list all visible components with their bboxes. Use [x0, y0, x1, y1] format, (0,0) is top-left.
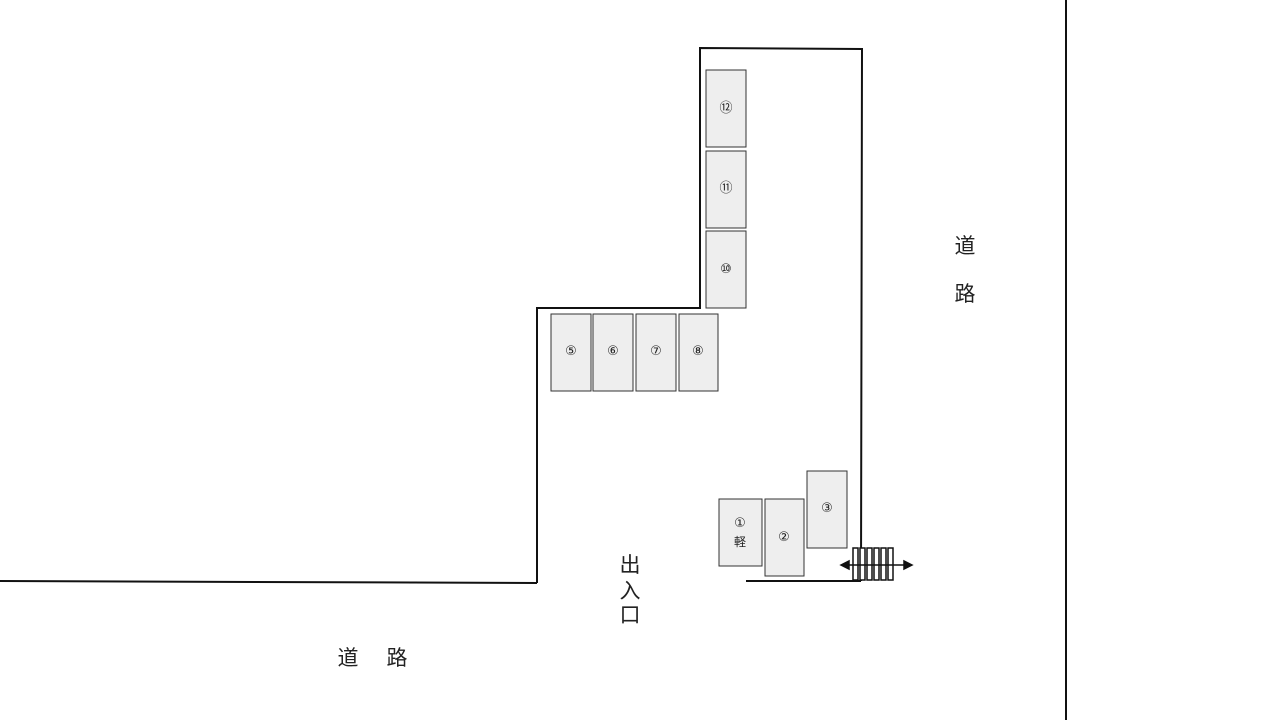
parking-spot-12[interactable]: ⑫ [705, 69, 747, 148]
parking-spot-5[interactable]: ⑤ [550, 313, 592, 392]
spot-kei-label: 軽 [734, 535, 746, 549]
parking-spot-10[interactable]: ⑩ [705, 230, 747, 309]
entrance-char: 出 [620, 553, 641, 577]
spot-number-label: ③ [821, 501, 833, 516]
spot-number-label: ② [778, 530, 790, 545]
boundary-left-road-edge [0, 580, 538, 584]
road-label-right: 道 路 [955, 234, 976, 306]
spot-number-label: ⑦ [650, 344, 662, 359]
boundary-west-step [536, 46, 864, 583]
entrance-char: 入 [620, 579, 641, 603]
entrance-label: 出 入 口 [620, 553, 641, 627]
road-label-bottom: 道 路 [338, 646, 408, 670]
spot-number-label: ⑥ [607, 344, 619, 359]
entrance-char: 口 [620, 603, 641, 627]
parking-spot-3[interactable]: ③ [806, 470, 848, 549]
spot-number-label: ⑩ [720, 262, 732, 277]
spot-number-label: ⑧ [692, 344, 704, 359]
parking-spot-8[interactable]: ⑧ [678, 313, 719, 392]
spot-number-label: ⑪ [719, 181, 732, 196]
parking-spot-7[interactable]: ⑦ [635, 313, 677, 392]
spot-number-label: ① [734, 516, 746, 531]
spot-number-label: ⑤ [565, 344, 577, 359]
gate-barrier [839, 547, 914, 581]
road-char: 道 [955, 234, 976, 258]
parking-spot-11[interactable]: ⑪ [705, 150, 747, 229]
road-char: 路 [387, 646, 408, 670]
lot-boundary [0, 0, 1067, 720]
parking-spots: ⑫ ⑪ ⑩ ⑤ ⑥ ⑦ ⑧ [550, 69, 848, 577]
road-char: 道 [338, 646, 359, 670]
parking-spot-6[interactable]: ⑥ [592, 313, 634, 392]
road-char: 路 [955, 282, 976, 306]
spot-number-label: ⑫ [719, 101, 732, 116]
parking-spot-2[interactable]: ② [764, 498, 805, 577]
parking-spot-1[interactable]: ① 軽 [718, 498, 763, 567]
